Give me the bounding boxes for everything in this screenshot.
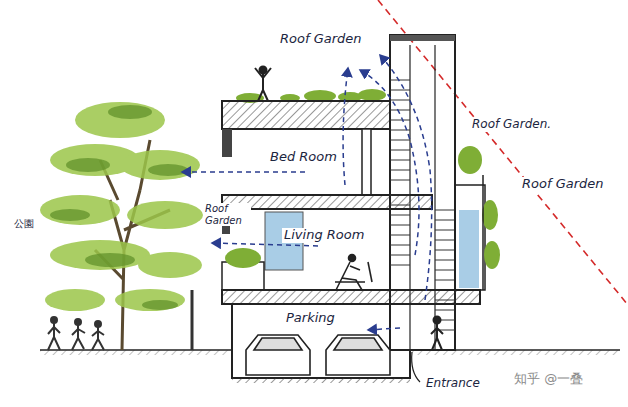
annotation-label: Living Room	[282, 228, 366, 243]
annotation-label: Roof Garden.	[470, 118, 553, 132]
airflow-arrows	[182, 55, 432, 330]
annotation-label: Roof Garden	[278, 32, 364, 47]
annotation-label: Roof Garden	[520, 177, 606, 192]
cars	[246, 335, 390, 375]
people	[48, 317, 104, 350]
tree	[40, 102, 203, 350]
annotation-label: 公園	[12, 218, 36, 230]
annotation-label: Entrance	[424, 377, 482, 391]
annotation-label: Roof Garden	[203, 203, 251, 226]
annotation-label: Parking	[284, 311, 337, 326]
watermark: 知乎 @一叠	[512, 372, 585, 387]
setback-line	[378, 0, 628, 305]
annotation-label: Bed Room	[268, 150, 339, 165]
